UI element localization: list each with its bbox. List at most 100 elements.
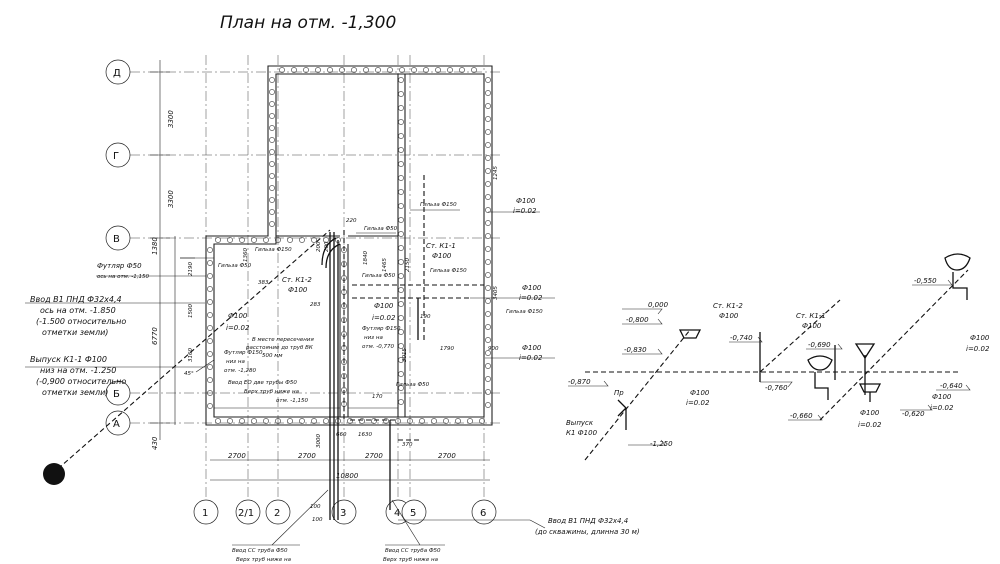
dim-1380: 1380 [151, 237, 159, 255]
svg-text:Ввод СС труба Ф50: Ввод СС труба Ф50 [385, 548, 441, 554]
col-axis-bubbles: 1 2/1 2 3 4 5 6 [193, 499, 497, 525]
wall-hatch-mark [207, 338, 213, 344]
wall-hatch-mark [435, 67, 441, 73]
wall-hatch-mark [485, 272, 491, 278]
svg-text:i=0.02: i=0.02 [226, 324, 250, 332]
wall-hatch-mark [383, 418, 389, 424]
svg-text:Гильза Ф50: Гильза Ф50 [218, 263, 252, 269]
svg-text:-0,870: -0,870 [568, 378, 591, 386]
svg-text:100: 100 [310, 504, 321, 510]
wall-hatch-mark [207, 390, 213, 396]
svg-text:Ф100: Ф100 [802, 322, 822, 330]
svg-text:расстояние до труб ВК: расстояние до труб ВК [245, 345, 314, 351]
svg-text:Ст. К1-2: Ст. К1-2 [282, 276, 312, 284]
svg-text:отметки земли): отметки земли) [42, 388, 108, 397]
axis-label-1: 1 [202, 508, 208, 519]
axis-label-a: А [113, 419, 120, 430]
wall-hatch-mark [207, 247, 213, 253]
svg-text:i=0.02: i=0.02 [930, 404, 954, 412]
wall-hatch-mark [485, 311, 491, 317]
wall-hatch-mark [485, 168, 491, 174]
wall-hatch-mark [485, 77, 491, 83]
wall-hatch-mark [207, 312, 213, 318]
svg-text:Верх труб ниже на: Верх труб ниже на [236, 557, 292, 563]
wall-hatch-mark [239, 418, 245, 424]
wall-hatch-mark [485, 324, 491, 330]
svg-text:Футляр Ф150: Футляр Ф150 [362, 326, 401, 332]
wall-hatch-mark [323, 418, 329, 424]
svg-text:1790: 1790 [440, 346, 454, 352]
wall-hatch-mark [398, 119, 404, 125]
drawing-title: План на отм. -1,300 [220, 13, 396, 33]
wall-hatch-mark [485, 259, 491, 265]
svg-text:500 мм: 500 мм [262, 353, 283, 359]
wall-hatch-mark [287, 237, 293, 243]
wall-hatch-mark [387, 67, 393, 73]
svg-text:2150: 2150 [405, 258, 411, 272]
svg-text:Гильза Ф150: Гильза Ф150 [420, 202, 457, 208]
wall-hatch-mark [269, 197, 275, 203]
svg-text:Ст. К1-1: Ст. К1-1 [426, 242, 456, 250]
wall-hatch-mark [447, 67, 453, 73]
wall-hatch-mark [269, 101, 275, 107]
svg-text:Гильза Ф50: Гильза Ф50 [396, 382, 430, 388]
svg-text:Выпуск К1-1 Ф100: Выпуск К1-1 Ф100 [30, 355, 107, 364]
axis-bubble-5 [401, 499, 427, 525]
svg-text:Ф100: Ф100 [522, 284, 542, 292]
wall-hatch-mark [303, 67, 309, 73]
svg-text:283: 283 [310, 302, 321, 308]
wall-hatch-mark [398, 399, 404, 405]
wall-hatch-mark [485, 155, 491, 161]
wall-hatch-mark [398, 259, 404, 265]
svg-text:Ст. К1-2: Ст. К1-2 [713, 302, 743, 310]
svg-text:Ф100: Ф100 [522, 344, 542, 352]
axis-bubble-v [105, 225, 131, 251]
svg-text:Ввод ЕО две трубы Ф50: Ввод ЕО две трубы Ф50 [228, 380, 297, 386]
svg-text:отметки земли): отметки земли) [42, 328, 108, 337]
wall-hatch-mark [207, 403, 213, 409]
wall-hatch-mark [207, 286, 213, 292]
axis-label-g: Г [113, 151, 119, 162]
svg-text:Ф100: Ф100 [228, 312, 248, 320]
wall-hatch-mark [275, 418, 281, 424]
axis-bubble-2-1 [235, 499, 261, 525]
svg-text:200: 200 [316, 241, 322, 252]
wall-hatch-mark [485, 389, 491, 395]
svg-text:Ф100: Ф100 [690, 389, 710, 397]
svg-text:Футляр Ф150: Футляр Ф150 [224, 350, 263, 356]
wall-hatch-mark [485, 246, 491, 252]
wall-hatch-mark [398, 105, 404, 111]
svg-text:отм. -0,770: отм. -0,770 [362, 344, 394, 350]
svg-text:3160: 3160 [188, 348, 194, 362]
svg-text:190: 190 [420, 314, 431, 320]
svg-text:i=0.02: i=0.02 [519, 354, 543, 362]
svg-text:Ф100: Ф100 [932, 393, 952, 401]
axis-label-4: 4 [394, 508, 400, 519]
axis-bubble-2 [265, 499, 291, 525]
wall-hatch-mark [207, 364, 213, 370]
wall-hatch-mark [431, 418, 437, 424]
wall-hatch-mark [275, 237, 281, 243]
wall-hatch-mark [299, 237, 305, 243]
wall-hatch-mark [398, 91, 404, 97]
wall-hatch-mark [239, 237, 245, 243]
wall-hatch-mark [398, 273, 404, 279]
wall-hatch-mark [485, 116, 491, 122]
wall-hatch-mark [351, 67, 357, 73]
svg-text:370: 370 [402, 442, 413, 448]
building-walls [205, 65, 493, 426]
wall-hatch-mark [485, 285, 491, 291]
svg-text:отм. -1,280: отм. -1,280 [224, 368, 256, 374]
wall-hatch-mark [269, 89, 275, 95]
svg-text:3015: 3015 [402, 348, 408, 362]
svg-text:-0,620: -0,620 [902, 410, 925, 418]
svg-text:i=0.02: i=0.02 [519, 294, 543, 302]
svg-text:Гильза Ф150: Гильза Ф150 [255, 247, 292, 253]
svg-text:низ на: низ на [364, 335, 383, 341]
wall-hatch-mark [269, 149, 275, 155]
wall-hatch-mark [467, 418, 473, 424]
sink-fixture-1 [678, 329, 702, 339]
dim-bottom-10800: 10800 [336, 472, 359, 480]
funnel-fixture [854, 343, 876, 360]
